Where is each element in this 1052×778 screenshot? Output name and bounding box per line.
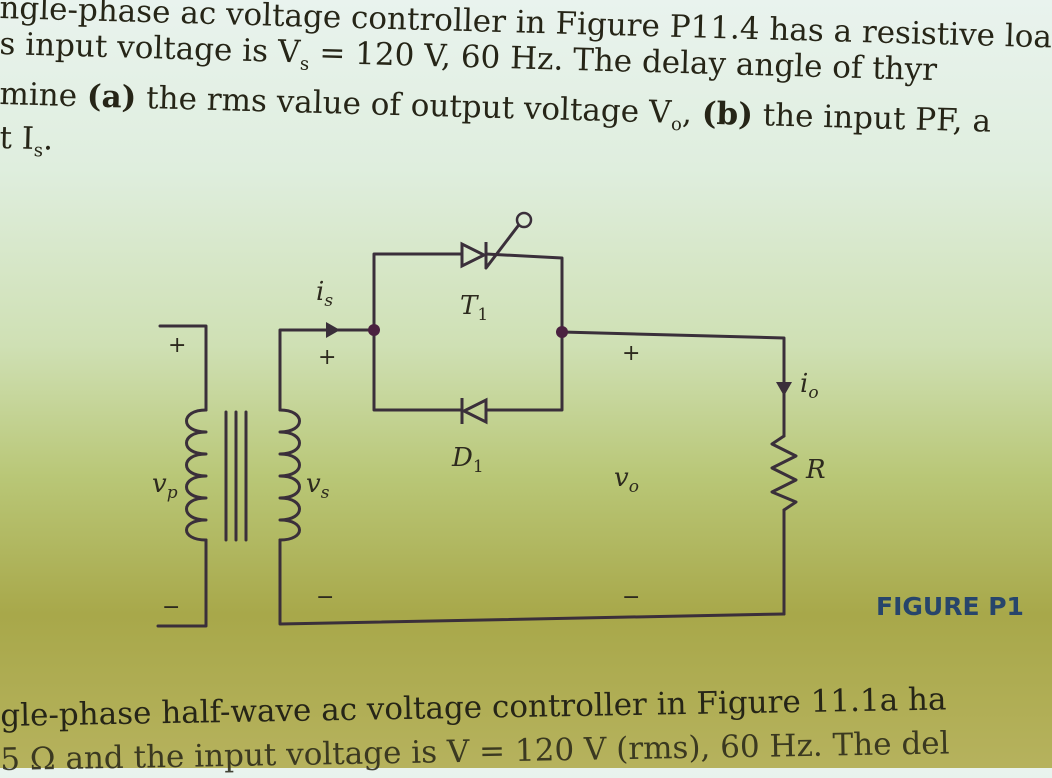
T1-label: T1: [460, 291, 488, 325]
resistor-R: [770, 434, 798, 512]
vp-plus-sign: +: [168, 333, 186, 358]
thyristor-gate-terminal: [515, 211, 533, 229]
primary-coil: [185, 408, 208, 542]
primary-bottom-wire: [156, 538, 208, 628]
secondary-coil: [278, 408, 301, 542]
io-label: io: [800, 369, 819, 403]
output-top-wire: [560, 330, 786, 382]
vo-plus-sign: +: [622, 341, 640, 366]
junction-left: [368, 324, 380, 336]
vs-label: vs: [306, 469, 330, 503]
thyristor-branch-wire: [372, 252, 564, 334]
thyristor-T1-symbol: [460, 241, 488, 269]
vp-label: vp: [152, 469, 178, 503]
secondary-bottom-wire: [278, 538, 786, 626]
thyristor-gate-lead: [484, 224, 520, 270]
is-label: is: [316, 277, 333, 311]
circuit-diagram: + − + − + − vp vs is T1 D1 vo io R: [152, 211, 826, 628]
vs-minus-sign: −: [316, 585, 334, 610]
vo-minus-sign: −: [622, 585, 640, 610]
diode-branch-wire: [372, 328, 564, 412]
vp-minus-sign: −: [162, 595, 180, 620]
io-arrow-icon: [776, 382, 792, 396]
secondary-top-wire: [278, 328, 376, 412]
primary-top-wire: [158, 324, 208, 412]
diode-D1-symbol: [460, 397, 488, 425]
junction-right: [556, 326, 568, 338]
is-arrow-icon: [326, 322, 340, 338]
D1-label: D1: [451, 443, 484, 477]
vo-label: vo: [614, 463, 639, 497]
figure-caption: FIGURE P1: [876, 592, 1024, 621]
R-label: R: [805, 455, 826, 485]
vs-plus-sign: +: [318, 345, 336, 370]
